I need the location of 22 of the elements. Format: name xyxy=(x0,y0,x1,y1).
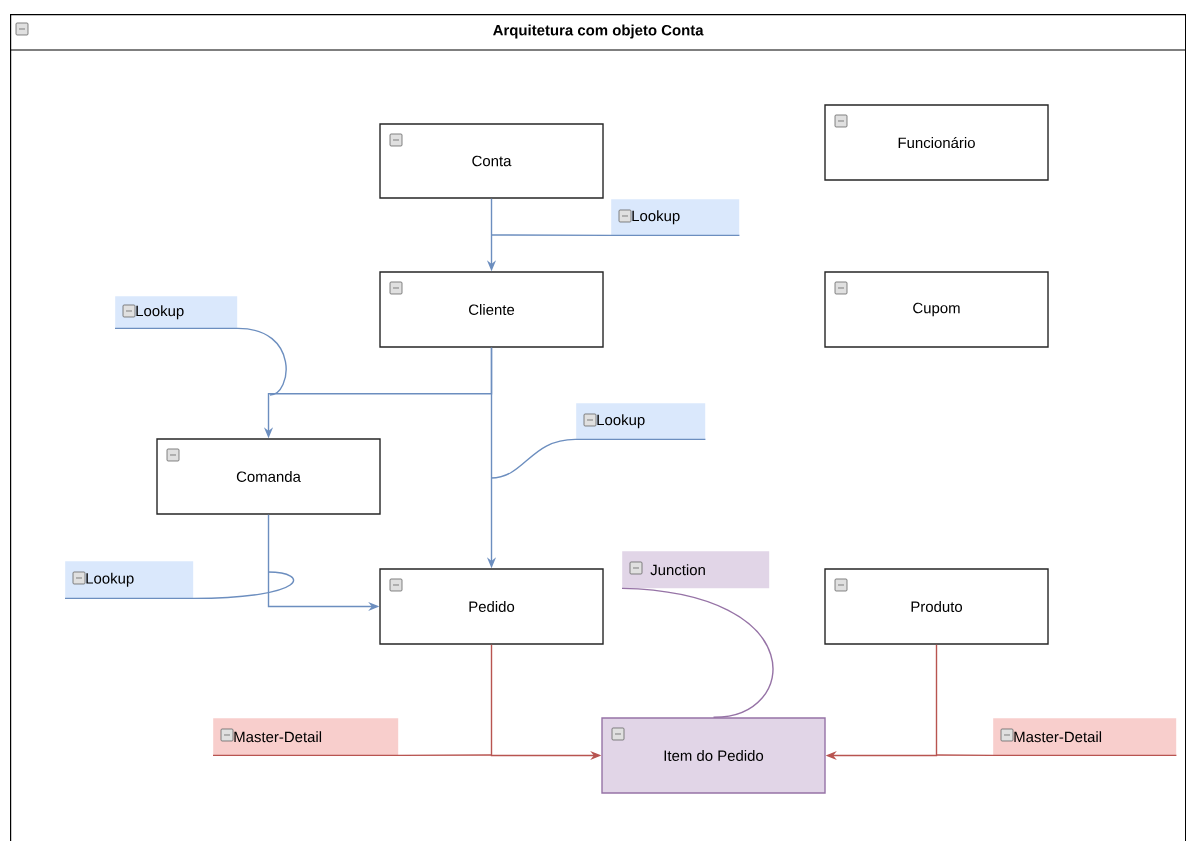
tag-label: Lookup xyxy=(115,296,238,329)
entity-box: Funcionário xyxy=(824,104,1049,181)
tag-label: Lookup xyxy=(611,199,740,236)
entity-box: Produto xyxy=(824,568,1049,645)
leader-line xyxy=(935,754,1178,757)
tag-label: Master-Detail xyxy=(993,718,1177,756)
tag-label: Junction xyxy=(622,551,770,589)
leader-line xyxy=(621,587,774,718)
entity-box: Comanda xyxy=(156,438,381,515)
entity-box: Conta xyxy=(379,123,604,199)
leader-line xyxy=(490,234,741,237)
tag-label: Master-Detail xyxy=(213,718,399,756)
entity-box: Cliente xyxy=(379,271,604,348)
leader-line xyxy=(64,571,294,600)
entity-box: Cupom xyxy=(824,271,1049,348)
entity-box: Pedido xyxy=(379,568,604,645)
leader-line xyxy=(114,327,287,396)
tag-label: Lookup xyxy=(65,561,194,599)
entity-box: Item do Pedido xyxy=(601,717,826,794)
leader-line xyxy=(212,754,492,757)
leader-line xyxy=(490,438,707,479)
tag-label: Lookup xyxy=(576,403,706,440)
